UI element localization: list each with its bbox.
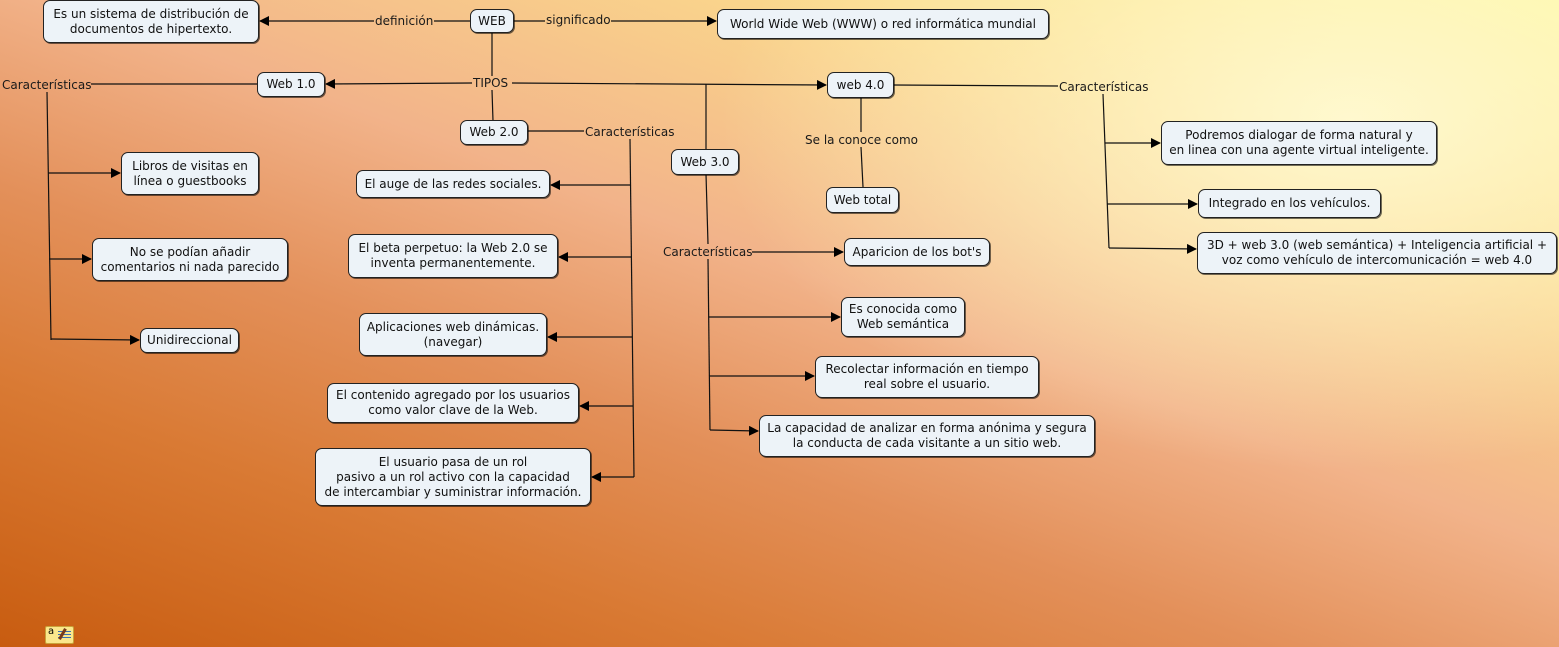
node-web2-item-4[interactable]: El contenido agregado por los usuarios c… xyxy=(327,383,579,423)
node-web1[interactable]: Web 1.0 xyxy=(257,72,325,97)
node-web-root[interactable]: WEB xyxy=(470,9,514,33)
notes-lines-icon xyxy=(58,631,71,640)
notes-icon[interactable]: a xyxy=(45,626,74,644)
link-tipos-web2 xyxy=(491,89,494,122)
node-web4-item-1[interactable]: Podremos dialogar de forma natural y en … xyxy=(1161,121,1437,165)
link-tipos-web1 xyxy=(325,78,473,89)
link-label-web2-caracteristicas: Características xyxy=(585,125,675,139)
node-web3[interactable]: Web 3.0 xyxy=(671,149,739,175)
node-web1-item-3[interactable]: Unidireccional xyxy=(140,328,239,353)
link-web3-caract xyxy=(705,173,709,245)
node-web1-item-2[interactable]: No se podían añadir comentarios ni nada … xyxy=(92,238,288,281)
node-web2-item-3[interactable]: Aplicaciones web dinámicas. (navegar) xyxy=(359,313,547,356)
link-label-web4-caracteristicas: Características xyxy=(1059,80,1149,94)
link-web1-item3 xyxy=(50,334,140,345)
node-web-total[interactable]: Web total xyxy=(826,187,899,213)
link-web1-trunk xyxy=(46,91,52,341)
node-web1-item-1[interactable]: Libros de visitas en línea o guestbooks xyxy=(121,152,259,195)
node-web3-item-1[interactable]: Aparicion de los bot's xyxy=(844,238,990,266)
node-web2-item-1[interactable]: El auge de las redes sociales. xyxy=(356,170,550,198)
node-web3-item-4[interactable]: La capacidad de analizar en forma anónim… xyxy=(759,415,1095,457)
node-web4[interactable]: web 4.0 xyxy=(827,72,894,98)
node-web2-item-5[interactable]: El usuario pasa de un rol pasivo a un ro… xyxy=(315,448,591,506)
link-tipos-web4 xyxy=(511,79,827,90)
node-web3-item-2[interactable]: Es conocida como Web semántica xyxy=(841,297,965,337)
link-label-definicion: definición xyxy=(375,14,434,28)
link-web4-caract xyxy=(892,84,1059,87)
link-web4-item3 xyxy=(1108,243,1197,254)
link-web4-trunk xyxy=(1102,93,1110,249)
node-web3-item-3[interactable]: Recolectar información en tiempo real so… xyxy=(815,356,1039,398)
node-web4-item-2[interactable]: Integrado en los vehículos. xyxy=(1198,189,1381,218)
node-web4-item-3[interactable]: 3D + web 3.0 (web semántica) + Inteligen… xyxy=(1197,232,1557,274)
link-label-se-la-conoce-como: Se la conoce como xyxy=(805,133,918,147)
link-web3-trunk xyxy=(707,258,711,431)
link-label-significado: significado xyxy=(546,13,611,27)
link-web2-trunk xyxy=(629,138,635,478)
node-web2-item-2[interactable]: El beta perpetuo: la Web 2.0 se inventa … xyxy=(348,234,558,278)
link-web3-item4 xyxy=(709,425,759,436)
link-label-tipos: TIPOS xyxy=(473,76,509,90)
link-alias-webtotal xyxy=(860,146,864,188)
node-web2[interactable]: Web 2.0 xyxy=(460,120,528,145)
node-meaning[interactable]: World Wide Web (WWW) o red informática m… xyxy=(717,9,1049,39)
node-definition[interactable]: Es un sistema de distribución de documen… xyxy=(43,0,259,43)
link-label-web3-caracteristicas: Características xyxy=(663,245,753,259)
notes-icon-letter: a xyxy=(48,626,55,637)
link-label-web1-caracteristicas: Características xyxy=(2,78,92,92)
